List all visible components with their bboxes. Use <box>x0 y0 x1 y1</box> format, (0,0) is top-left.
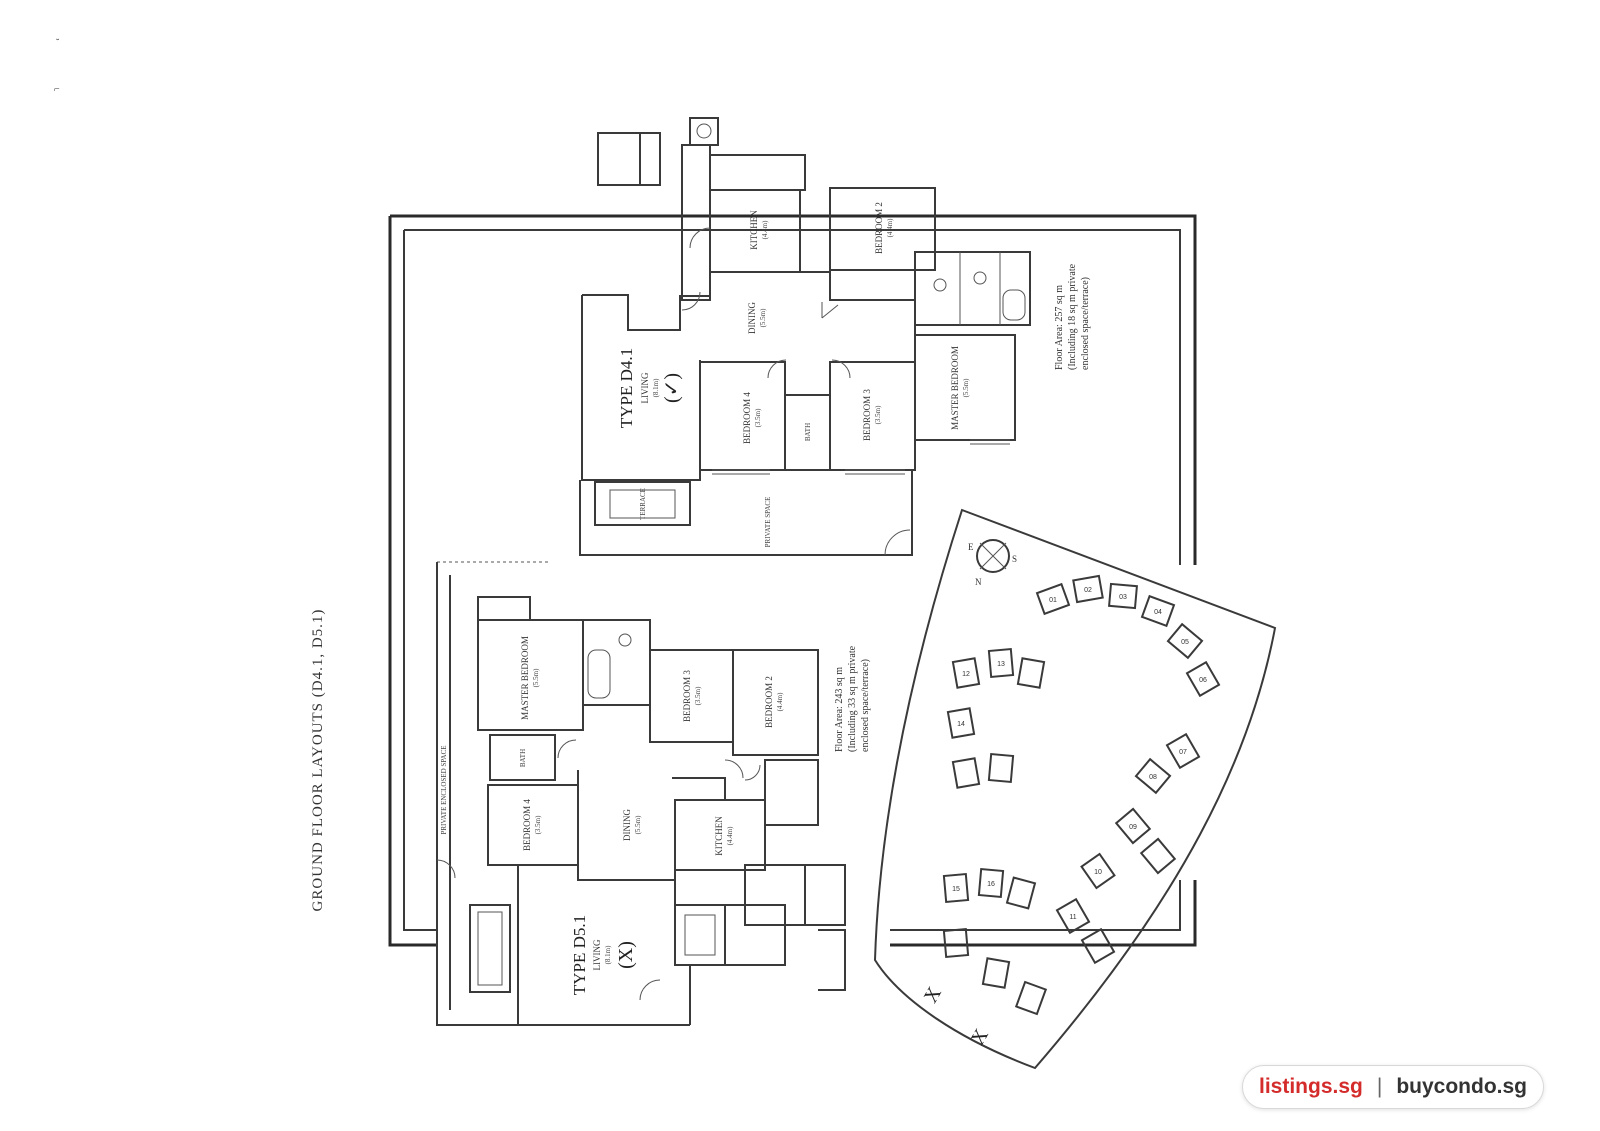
d41-master-label: MASTER BEDROOM <box>950 346 960 430</box>
d51-living-area: (8.1m) <box>604 945 612 965</box>
d41-bedroom2-area: (4.4m) <box>886 218 894 238</box>
site-block-label-4: 04 <box>1154 609 1162 616</box>
d51-bedroom3-area: (3.5m) <box>694 686 702 706</box>
d41-terrace-label: TERRACE <box>639 488 647 520</box>
d51-mark: (X) <box>615 941 637 969</box>
site-block-label-11: 11 <box>1069 914 1076 921</box>
site-block-label-15: 15 <box>952 886 960 893</box>
d41-bedroom3-area: (3.5m) <box>874 405 882 425</box>
unit-d41-plan: TYPE D4.1 LIVING (8.1m) (✓) DINING (5.5m… <box>579 117 1091 556</box>
site-block-label-2: 02 <box>1084 587 1092 594</box>
compass-s: S <box>1012 554 1017 564</box>
d41-bath-label: BATH <box>804 423 812 441</box>
d51-private-label: PRIVATE ENCLOSED SPACE <box>440 745 448 834</box>
d51-area-note-2: (Including 33 sq m private <box>847 645 858 752</box>
d51-bedroom4-area: (3.5m) <box>534 815 542 835</box>
d41-kitchen-area: (4.4m) <box>761 220 769 240</box>
site-block-label-12: 12 <box>962 671 970 678</box>
watermark-buycondo-sg[interactable]: buycondo.sg <box>1396 1075 1527 1098</box>
site-block-label-6: 06 <box>1199 677 1207 684</box>
compass-n: N <box>975 577 982 587</box>
d41-bedroom3-label: BEDROOM 3 <box>862 389 872 441</box>
d41-type-label: TYPE D4.1 <box>617 348 636 428</box>
d51-living-label: LIVING <box>592 939 602 970</box>
page-title: GROUND FLOOR LAYOUTS (D4.1, D5.1) <box>310 609 326 912</box>
d41-master-area: (5.5m) <box>962 378 970 398</box>
d41-bedroom4-area: (3.5m) <box>754 408 762 428</box>
d41-living-area: (8.1m) <box>652 378 660 398</box>
d51-kitchen-label: KITCHEN <box>714 816 724 856</box>
d51-dining-area: (5.5m) <box>634 815 642 835</box>
d51-bedroom2-area: (4.4m) <box>776 692 784 712</box>
d51-bedroom4-label: BEDROOM 4 <box>522 799 532 851</box>
site-block-label-9: 09 <box>1129 824 1137 831</box>
scan-mark-1: ˘ <box>56 38 60 49</box>
site-block-label-16: 16 <box>987 881 995 888</box>
watermark-badge[interactable]: listings.sg | buycondo.sg <box>1242 1065 1544 1109</box>
d51-area-note-1: Floor Area: 243 sq m <box>834 667 845 752</box>
d41-area-note-3: enclosed space/terrace) <box>1080 277 1091 370</box>
site-block-label-7: 07 <box>1179 749 1187 756</box>
unit-d51-plan: TYPE D5.1 LIVING (8.1m) (X) DINING (5.5m… <box>436 561 871 1026</box>
site-block-label-3: 03 <box>1119 594 1127 601</box>
site-block-label-5: 05 <box>1181 639 1189 646</box>
d51-bedroom2-label: BEDROOM 2 <box>764 676 774 728</box>
site-mark-2: X <box>967 1025 994 1049</box>
d41-private-label: PRIVATE SPACE <box>764 497 772 548</box>
d41-bedroom4-label: BEDROOM 4 <box>742 392 752 444</box>
site-blocks <box>942 574 1221 1016</box>
compass-e: E <box>968 542 974 552</box>
scan-mark-2: ⌐ <box>54 84 60 95</box>
site-block-label-8: 08 <box>1149 774 1157 781</box>
d41-area-note-2: (Including 18 sq m private <box>1067 263 1078 370</box>
d41-mark: (✓) <box>661 373 683 403</box>
d51-type-label: TYPE D5.1 <box>570 915 589 995</box>
d51-master-area: (5.5m) <box>532 668 540 688</box>
site-block-label-13: 13 <box>997 661 1005 668</box>
d51-bath-label: BATH <box>519 749 527 767</box>
d51-area-note-3: enclosed space/terrace) <box>860 659 871 752</box>
watermark-separator: | <box>1376 1075 1383 1098</box>
d51-master-label: MASTER BEDROOM <box>520 636 530 720</box>
site-block-label-1: 01 <box>1049 597 1057 604</box>
d41-dining-label: DINING <box>747 302 757 334</box>
watermark-listings-sg[interactable]: listings.sg <box>1259 1075 1363 1098</box>
d41-area-note-1: Floor Area: 257 sq m <box>1054 285 1065 370</box>
d41-kitchen-label: KITCHEN <box>749 210 759 250</box>
d51-kitchen-area: (4.4m) <box>726 826 734 846</box>
d41-bedroom2-label: BEDROOM 2 <box>874 202 884 254</box>
site-mark-1: X <box>920 983 947 1007</box>
site-boundary <box>388 214 1197 947</box>
d51-bedroom3-label: BEDROOM 3 <box>682 670 692 722</box>
d41-dining-area: (5.5m) <box>759 308 767 328</box>
d51-dining-label: DINING <box>622 809 632 841</box>
site-block-label-14: 14 <box>957 721 965 728</box>
compass-rose: N E S <box>968 539 1017 587</box>
site-key-plan: N E S <box>873 508 1277 1070</box>
d41-living-label: LIVING <box>640 372 650 403</box>
site-block-label-10: 10 <box>1094 869 1102 876</box>
